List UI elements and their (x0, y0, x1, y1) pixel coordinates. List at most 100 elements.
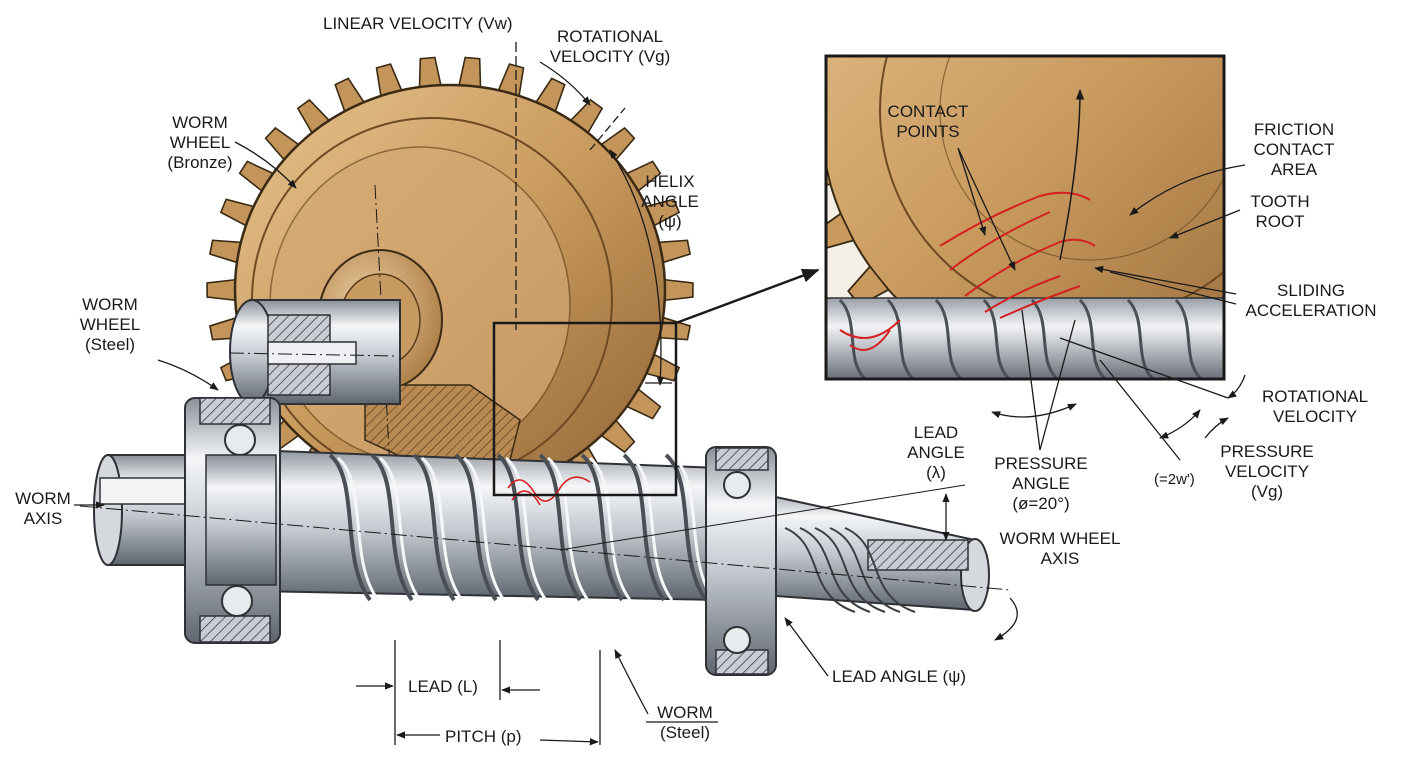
label-lead-angle-top-line1: LEAD (913, 423, 959, 442)
label-pressure-velocity: PRESSURE VELOCITY (Vg) (1206, 442, 1328, 502)
label-friction-contact-area: FRICTION CONTACT AREA (1240, 120, 1348, 180)
zoom-worm-thread (1174, 298, 1203, 379)
label-two-w: (=2w') (1154, 471, 1195, 488)
label-worm-wheel-bronze: WORM WHEEL (Bronze) (150, 113, 250, 173)
detail-box (492, 321, 678, 497)
worm-thread (580, 453, 624, 602)
bearing-right (705, 446, 777, 676)
zoom-gear-tooth (814, 0, 853, 6)
label-sliding-line2: ACCELERATION (1245, 301, 1377, 320)
label-contact-points: CONTACT POINTS (878, 102, 978, 142)
zoom-worm-thread (934, 298, 963, 379)
label-lead-angle-top-line3: (λ) (926, 463, 946, 482)
label-rotational-velocity-top-line2: VELOCITY (Vg) (549, 47, 671, 66)
label-worm-wheel-axis-line1: WORM WHEEL (999, 529, 1121, 548)
label-helix-angle: HELIX ANGLE (ψ) (625, 172, 715, 232)
worm-thread (622, 453, 666, 602)
gear-tooth (458, 56, 482, 88)
zoom-worm-thread (982, 298, 1011, 379)
label-worm-steel: WORM (Steel) (640, 703, 730, 743)
zoom-gear-tooth (1074, 378, 1106, 379)
label-worm-wheel-axis: WORM WHEEL AXIS (990, 529, 1130, 569)
label-worm-axis: WORM AXIS (8, 489, 78, 529)
label-lead-angle-top-line2: ANGLE (907, 443, 965, 462)
label-tooth-root-line1: TOOTH (1250, 192, 1310, 211)
zoom-gear-tooth (788, 95, 820, 125)
label-worm-wheel-axis-line2: AXIS (1040, 549, 1080, 568)
gear-tooth (418, 56, 442, 88)
spline-groove (784, 527, 856, 613)
zoom-worm-threads (838, 298, 1203, 379)
label-contact-points-line1: CONTACT (887, 102, 969, 121)
spline-groove (829, 527, 901, 613)
label-lead-angle-top: LEAD ANGLE (λ) (895, 423, 977, 483)
worm-thread-highlight (462, 456, 506, 601)
worm-thread-highlight (588, 456, 632, 601)
worm-thread-highlight (504, 456, 548, 601)
label-friction-line2: CONTACT (1253, 140, 1335, 159)
label-helix-angle-line3: (ψ) (658, 212, 682, 231)
zoom-worm-thread (1078, 298, 1107, 379)
spline-grooves (784, 527, 916, 613)
label-contact-points-line2: POINTS (896, 122, 960, 141)
contact-marks-main (507, 476, 591, 506)
label-worm-wheel-bronze-line2: WHEEL (169, 133, 231, 152)
label-lead: LEAD (L) (408, 677, 478, 696)
worm-thread (412, 453, 456, 602)
detail-callout-arrow (675, 268, 820, 325)
leader-lines (74, 42, 1246, 746)
zoom-worm-thread (838, 298, 867, 379)
worm-thread-highlight (546, 456, 590, 601)
gear-tooth (663, 278, 694, 302)
label-worm-wheel-bronze-line1: WORM (172, 113, 228, 132)
label-worm-line2: (Steel) (659, 723, 711, 742)
label-pressure-angle: PRESSURE ANGLE (ø=20°) (983, 454, 1099, 514)
zoom-inset (788, 0, 1392, 381)
worm-thread (454, 453, 498, 602)
gear-tooth (206, 278, 237, 302)
worm-thread-highlight (336, 456, 380, 601)
worm-thread (538, 453, 582, 602)
label-worm-line1: WORM (657, 703, 713, 722)
label-linear-velocity: LINEAR VELOCITY (Vw) (323, 14, 513, 33)
label-pitch: PITCH (p) (445, 727, 522, 746)
zoom-gear-tooth (826, 212, 855, 250)
label-worm-wheel-steel: WORM WHEEL (Steel) (60, 295, 160, 355)
bearing-left (184, 397, 281, 644)
spline-groove (814, 527, 886, 613)
label-pressure-angle-line3: (ø=20°) (1012, 494, 1070, 513)
label-rotational-velocity-top: ROTATIONAL VELOCITY (Vg) (545, 27, 675, 67)
label-pressure-angle-line2: ANGLE (1012, 474, 1070, 493)
label-worm-axis-line1: WORM (15, 489, 71, 508)
label-helix-angle-line1: HELIX (645, 172, 695, 191)
label-rotational-velocity-right-line1: ROTATIONAL (1261, 387, 1369, 406)
worm-thread-highlight (420, 456, 464, 601)
zoom-worm-thread (886, 298, 915, 379)
zoom-gear-tooth (1326, 0, 1365, 6)
zoom-gear-tooth (1360, 95, 1392, 125)
label-sliding-acceleration: SLIDING ACCELERATION (1236, 281, 1386, 321)
label-pressure-velocity-line2: VELOCITY (1224, 462, 1310, 481)
zoom-contact-marks (839, 191, 1096, 351)
label-rotational-velocity-right-line2: VELOCITY (1272, 407, 1358, 426)
worm-thread-highlight (630, 456, 674, 601)
worm-shaft-steel (93, 446, 990, 613)
zoom-worm-thread (1126, 298, 1155, 379)
zoom-gear-tooth (1326, 214, 1365, 250)
label-pressure-velocity-line1: PRESSURE (1220, 442, 1314, 461)
worm-thread (496, 453, 540, 602)
label-helix-angle-line2: ANGLE (641, 192, 699, 211)
worm-wheel-shaft-steel (229, 299, 401, 405)
label-tooth-root-line2: ROOT (1255, 212, 1305, 231)
zoom-worm-thread (1030, 298, 1059, 379)
worm-thread (328, 453, 372, 602)
spline-groove (844, 527, 916, 613)
label-friction-line1: FRICTION (1253, 120, 1335, 139)
zoom-gear-tooth (1350, 34, 1387, 65)
label-rotational-velocity-right: ROTATIONAL VELOCITY (1250, 387, 1380, 427)
label-worm-wheel-steel-line1: WORM (82, 295, 138, 314)
label-friction-line3: AREA (1270, 160, 1318, 179)
label-worm-wheel-steel-line3: (Steel) (84, 335, 136, 354)
label-pressure-angle-line1: PRESSURE (994, 454, 1088, 473)
